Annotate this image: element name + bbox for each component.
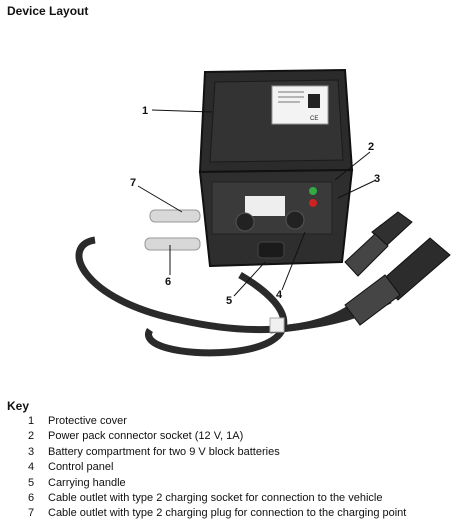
key-item-number: 2 (28, 430, 35, 443)
key-item-text: Battery compartment for two 9 V block ba… (48, 445, 280, 458)
cable-tag (269, 317, 285, 333)
callout-5: 5 (226, 295, 232, 307)
key-list: 1 Protective cover 2 Power pack connector … (22, 414, 406, 522)
callout-2: 2 (368, 141, 374, 153)
key-item-text: Carrying handle (48, 476, 126, 489)
key-item-text: Power pack connector socket (12 V, 1A) (48, 430, 244, 443)
key-item-text: Control panel (48, 461, 114, 474)
lid-label-text: CE (310, 116, 318, 122)
cable-sleeve-7 (149, 209, 201, 223)
led-red (309, 199, 317, 207)
key-item: 5 Carrying handle (22, 476, 406, 491)
key-item-number: 5 (28, 476, 35, 489)
callout-1: 1 (142, 105, 148, 117)
led-green (309, 187, 317, 195)
key-item-number: 1 (28, 415, 35, 427)
key-title: Key (7, 399, 30, 413)
key-item: 6 Cable outlet with type 2 charging socke… (22, 491, 406, 506)
callout-7: 7 (130, 177, 136, 189)
socket-left (235, 212, 255, 232)
key-item: 1 Protective cover (22, 414, 406, 429)
page-heading: Device Layout (7, 4, 89, 18)
key-item: 4 Control panel (22, 460, 406, 475)
key-item-number: 3 (28, 445, 35, 458)
key-item-text: Cable outlet with type 2 charging plug f… (48, 507, 407, 520)
cable-bottom (145, 271, 288, 357)
callout-6: 6 (165, 276, 171, 288)
socket-right (285, 210, 305, 230)
carrying-handle (257, 241, 285, 259)
key-item-text: Protective cover (48, 415, 127, 427)
key-item-text: Cable outlet with type 2 charging socket… (48, 492, 383, 505)
cable-sleeve-6 (144, 237, 201, 251)
key-item: 7 Cable outlet with type 2 charging plug … (22, 506, 406, 521)
key-item-number: 6 (28, 492, 35, 505)
key-item: 3 Battery compartment for two 9 V block b… (22, 445, 406, 460)
key-item: 2 Power pack connector socket (12 V, 1A) (22, 429, 406, 444)
callout-4: 4 (276, 289, 283, 301)
key-item-number: 4 (28, 461, 35, 474)
key-item-number: 7 (28, 507, 35, 520)
callout-3: 3 (374, 173, 380, 185)
device-illustration: CE 1 2 3 7 6 5 4 (75, 68, 451, 357)
